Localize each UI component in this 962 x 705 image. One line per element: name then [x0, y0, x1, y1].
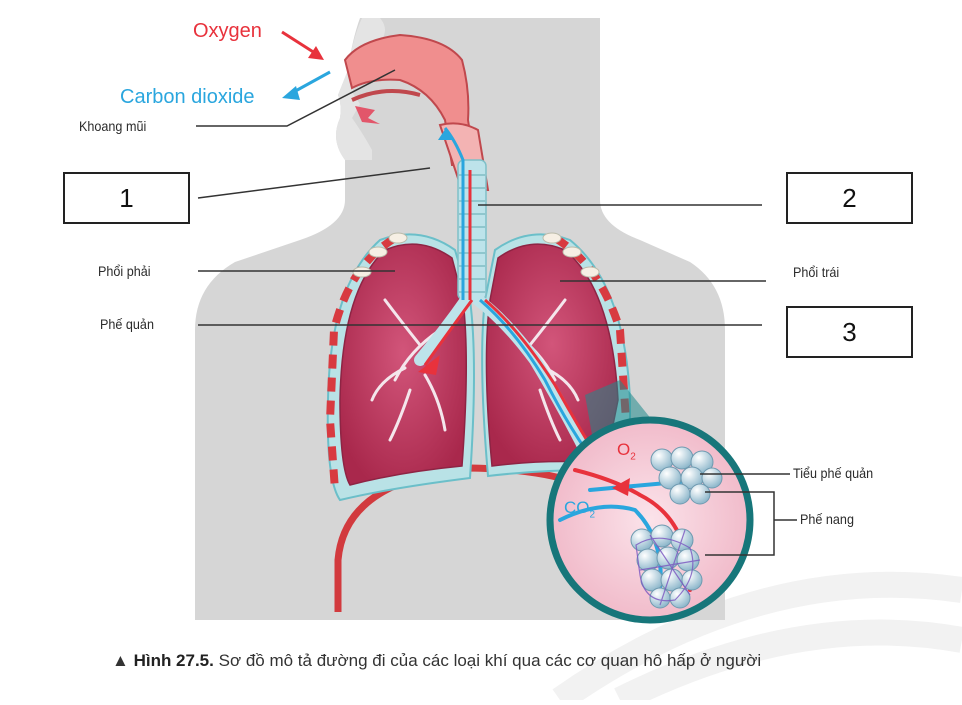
inset-co2-label: CO2: [564, 498, 595, 520]
oxygen-arrow: [281, 30, 324, 60]
rib-cartilage: [352, 232, 600, 278]
bronchus-label: Phế quản: [100, 316, 154, 332]
ribs-left: [552, 234, 630, 421]
blank-box-3[interactable]: 3: [786, 306, 913, 358]
blank-box-2[interactable]: 2: [786, 172, 913, 224]
figure-caption: ▲ Hình 27.5. Sơ đồ mô tả đường đi của cá…: [112, 651, 761, 671]
carbon-dioxide-label: Carbon dioxide: [120, 86, 255, 108]
co2-arrowhead-nose: [438, 128, 452, 140]
inset-o2-subscript: 2: [630, 451, 636, 463]
alveoli-label: Phế nang: [800, 511, 854, 527]
left-lung-label: Phổi trái: [793, 264, 840, 280]
inset-o2-label: O2: [617, 440, 636, 462]
inset-co2-text: CO: [564, 498, 590, 517]
blank-box-1[interactable]: 1: [63, 172, 190, 224]
o2-arrowhead-lung: [418, 355, 440, 375]
caption-figure-number: Hình 27.5.: [133, 651, 214, 670]
leader-lines: [196, 69, 797, 556]
o2-arrowhead-inset: [612, 478, 630, 496]
nasal-cavity-label: Khoang mũi: [79, 118, 147, 134]
tongue: [355, 106, 380, 124]
oxygen-label: Oxygen: [193, 20, 262, 42]
face-profile: [336, 18, 385, 160]
background-decoration: [552, 571, 962, 705]
caption-marker: ▲: [112, 651, 129, 670]
caption-text: Sơ đồ mô tả đường đi của các loại khí qu…: [218, 651, 762, 670]
capillary-network: [635, 529, 701, 606]
inset-o2-text: O: [617, 440, 631, 459]
right-lung-label: Phổi phải: [98, 263, 151, 279]
bronchiole-label: Tiểu phế quản: [793, 465, 874, 481]
mouth: [351, 89, 421, 102]
inset-co2-subscript: 2: [589, 509, 596, 521]
carbon-dioxide-arrow: [282, 70, 331, 100]
nasal-cavity: [343, 33, 477, 166]
